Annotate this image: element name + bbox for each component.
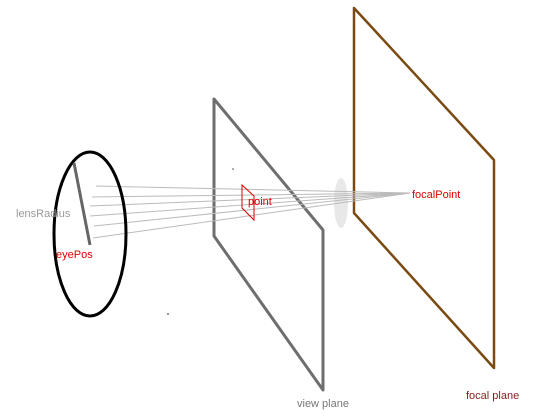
point-marker (241, 183, 255, 222)
eye-pos-label: eyePos (56, 249, 93, 261)
ray (95, 185, 411, 194)
ray (92, 192, 411, 239)
stray-dot (167, 313, 169, 315)
ray (91, 192, 411, 198)
point-label: point (248, 196, 272, 208)
lens-radius-label: lensRadius (16, 208, 71, 220)
focal-point-label: focalPoint (412, 189, 460, 201)
ray (89, 192, 411, 207)
focal-plane-label: focal plane (466, 390, 519, 402)
stray-dot (232, 168, 234, 170)
lens-radius-line (72, 162, 92, 246)
view-plane (212, 97, 325, 392)
focal-plane (352, 6, 496, 370)
ray (89, 192, 411, 217)
lens-aperture (52, 150, 128, 318)
ray-bundle (89, 185, 411, 239)
view-plane-label: view plane (297, 398, 349, 410)
ray (93, 192, 411, 227)
